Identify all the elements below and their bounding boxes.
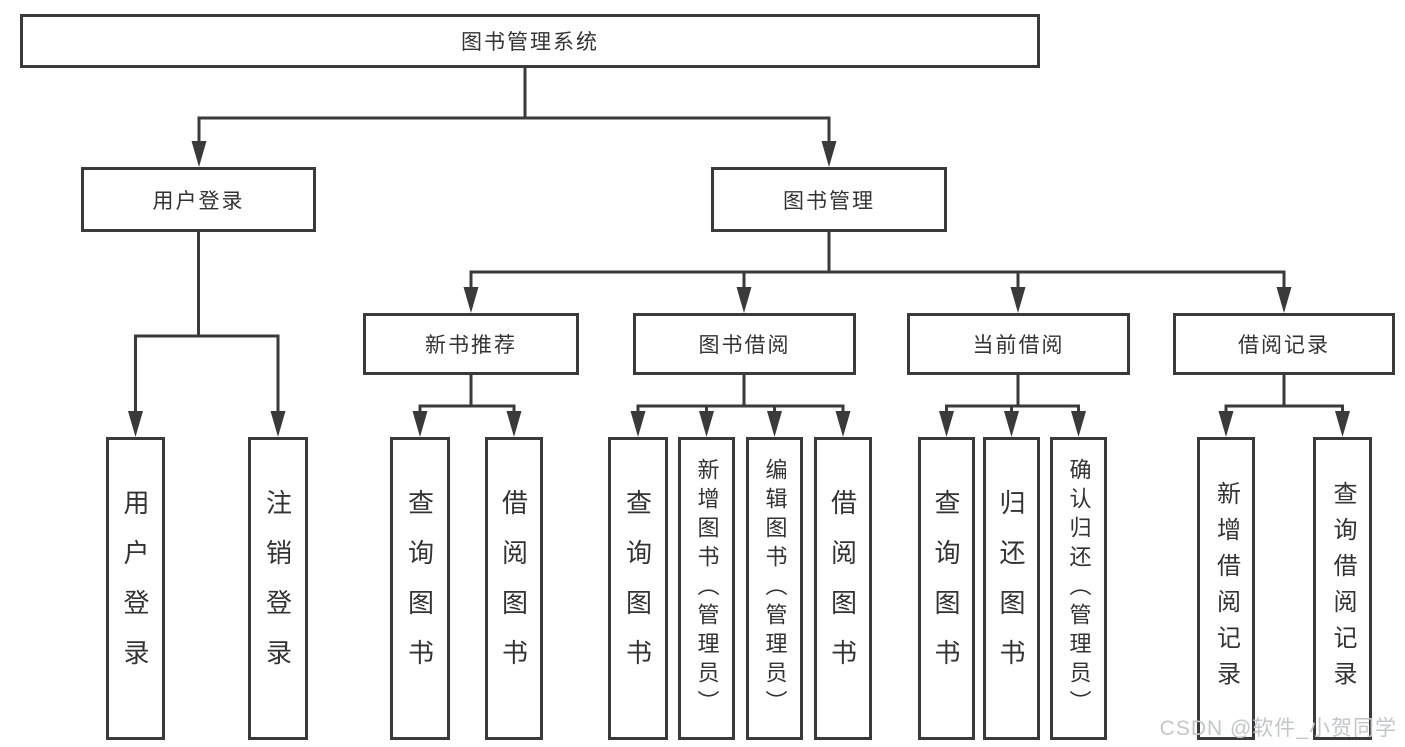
node-label: 借阅记录	[1238, 334, 1330, 357]
leaf-label: 注销登录	[262, 488, 293, 689]
leaf-return-books: 归还图书	[983, 437, 1040, 740]
node-current-borrowing: 当前借阅	[907, 313, 1130, 375]
leaf-borrow-books: 借阅图书	[814, 437, 872, 740]
leaf-label: 确认归还（管理员）	[1066, 458, 1092, 719]
arrowhead-icons	[128, 141, 1350, 437]
leaf-edit-books-admin: 编辑图书（管理员）	[746, 437, 803, 740]
node-label: 用户登录	[152, 189, 245, 213]
leaf-label: 编辑图书（管理员）	[762, 458, 788, 719]
leaf-label: 新增借阅记录	[1212, 480, 1240, 697]
leaf-label: 查询图书	[622, 488, 653, 689]
leaf-label: 查询借阅记录	[1329, 480, 1356, 697]
node-label: 新书推荐	[425, 334, 517, 357]
node-root-library-system: 图书管理系统	[20, 14, 1040, 68]
leaf-add-borrow-record: 新增借阅记录	[1197, 437, 1255, 740]
leaf-query-books-rec: 查询图书	[390, 437, 450, 740]
node-borrowing-records: 借阅记录	[1173, 313, 1395, 375]
csdn-watermark: CSDN @软件_小贺同学	[1159, 717, 1397, 740]
node-label: 图书借阅	[698, 334, 791, 357]
leaf-query-books-borrow: 查询图书	[608, 437, 668, 740]
leaf-query-books-current: 查询图书	[918, 437, 975, 740]
leaf-label: 用户登录	[120, 488, 150, 689]
node-root-label: 图书管理系统	[461, 31, 599, 54]
leaf-label: 新增图书（管理员）	[694, 458, 720, 719]
leaf-label: 查询图书	[404, 488, 435, 689]
node-book-management-branch: 图书管理	[711, 167, 947, 232]
node-label: 图书管理	[783, 189, 875, 213]
node-label: 当前借阅	[972, 334, 1065, 357]
leaf-label: 归还图书	[996, 488, 1026, 689]
leaf-user-login: 用户登录	[106, 437, 165, 740]
node-user-login-branch: 用户登录	[81, 167, 316, 232]
leaf-label: 借阅图书	[498, 488, 529, 689]
node-new-book-recommendation: 新书推荐	[363, 313, 579, 375]
leaf-logout: 注销登录	[248, 437, 308, 740]
node-book-borrowing: 图书借阅	[633, 313, 856, 375]
leaf-confirm-return-admin: 确认归还（管理员）	[1050, 437, 1107, 740]
leaf-borrow-books-rec: 借阅图书	[485, 437, 543, 740]
leaf-label: 查询图书	[931, 488, 961, 689]
leaf-add-books-admin: 新增图书（管理员）	[678, 437, 735, 740]
leaf-query-borrow-record: 查询借阅记录	[1313, 437, 1372, 740]
leaf-label: 借阅图书	[827, 488, 858, 689]
